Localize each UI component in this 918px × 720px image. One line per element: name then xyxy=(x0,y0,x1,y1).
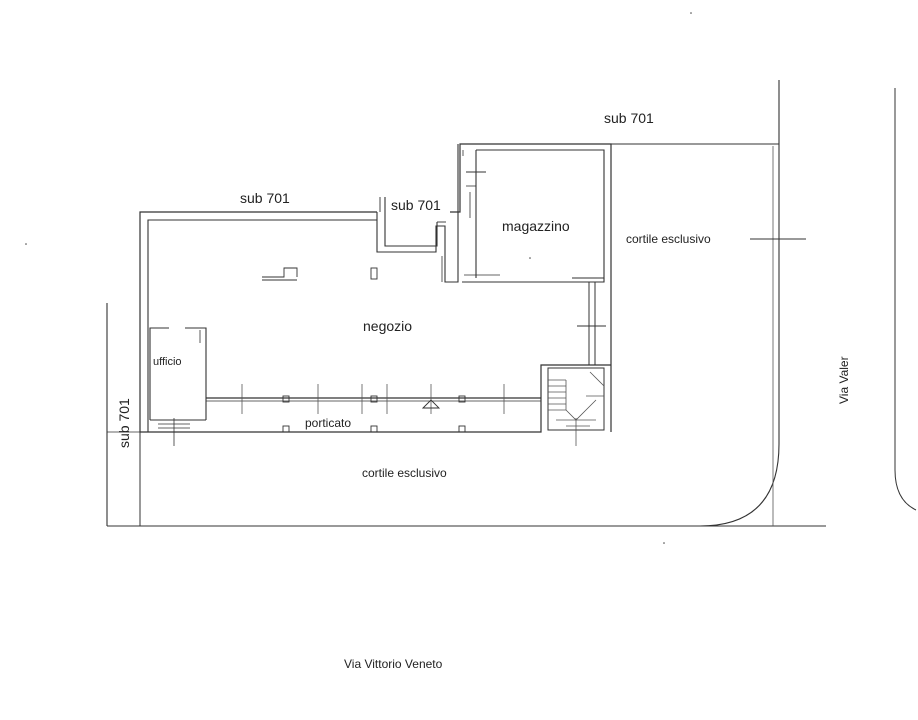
staircase xyxy=(547,367,605,446)
label-sub-mid: sub 701 xyxy=(391,197,441,213)
porticato-colonnade xyxy=(206,384,541,433)
label-sub-top: sub 701 xyxy=(604,110,654,126)
label-via-valer: Via Valer xyxy=(837,356,851,404)
label-sub-left-top: sub 701 xyxy=(240,190,290,206)
fixtures xyxy=(262,267,378,281)
scan-specks xyxy=(25,12,692,544)
label-magazzino: magazzino xyxy=(502,218,570,234)
building-walls xyxy=(139,143,612,433)
label-sub-left: sub 701 xyxy=(116,398,132,448)
label-negozio: negozio xyxy=(363,318,412,334)
label-via-vittorio-veneto: Via Vittorio Veneto xyxy=(344,657,443,671)
label-cortile-right: cortile esclusivo xyxy=(626,232,711,246)
lot-boundaries xyxy=(106,80,917,527)
label-ufficio: ufficio xyxy=(153,356,182,368)
ufficio-room xyxy=(149,327,207,446)
label-porticato: porticato xyxy=(305,416,351,430)
label-cortile-bottom: cortile esclusivo xyxy=(362,466,447,480)
